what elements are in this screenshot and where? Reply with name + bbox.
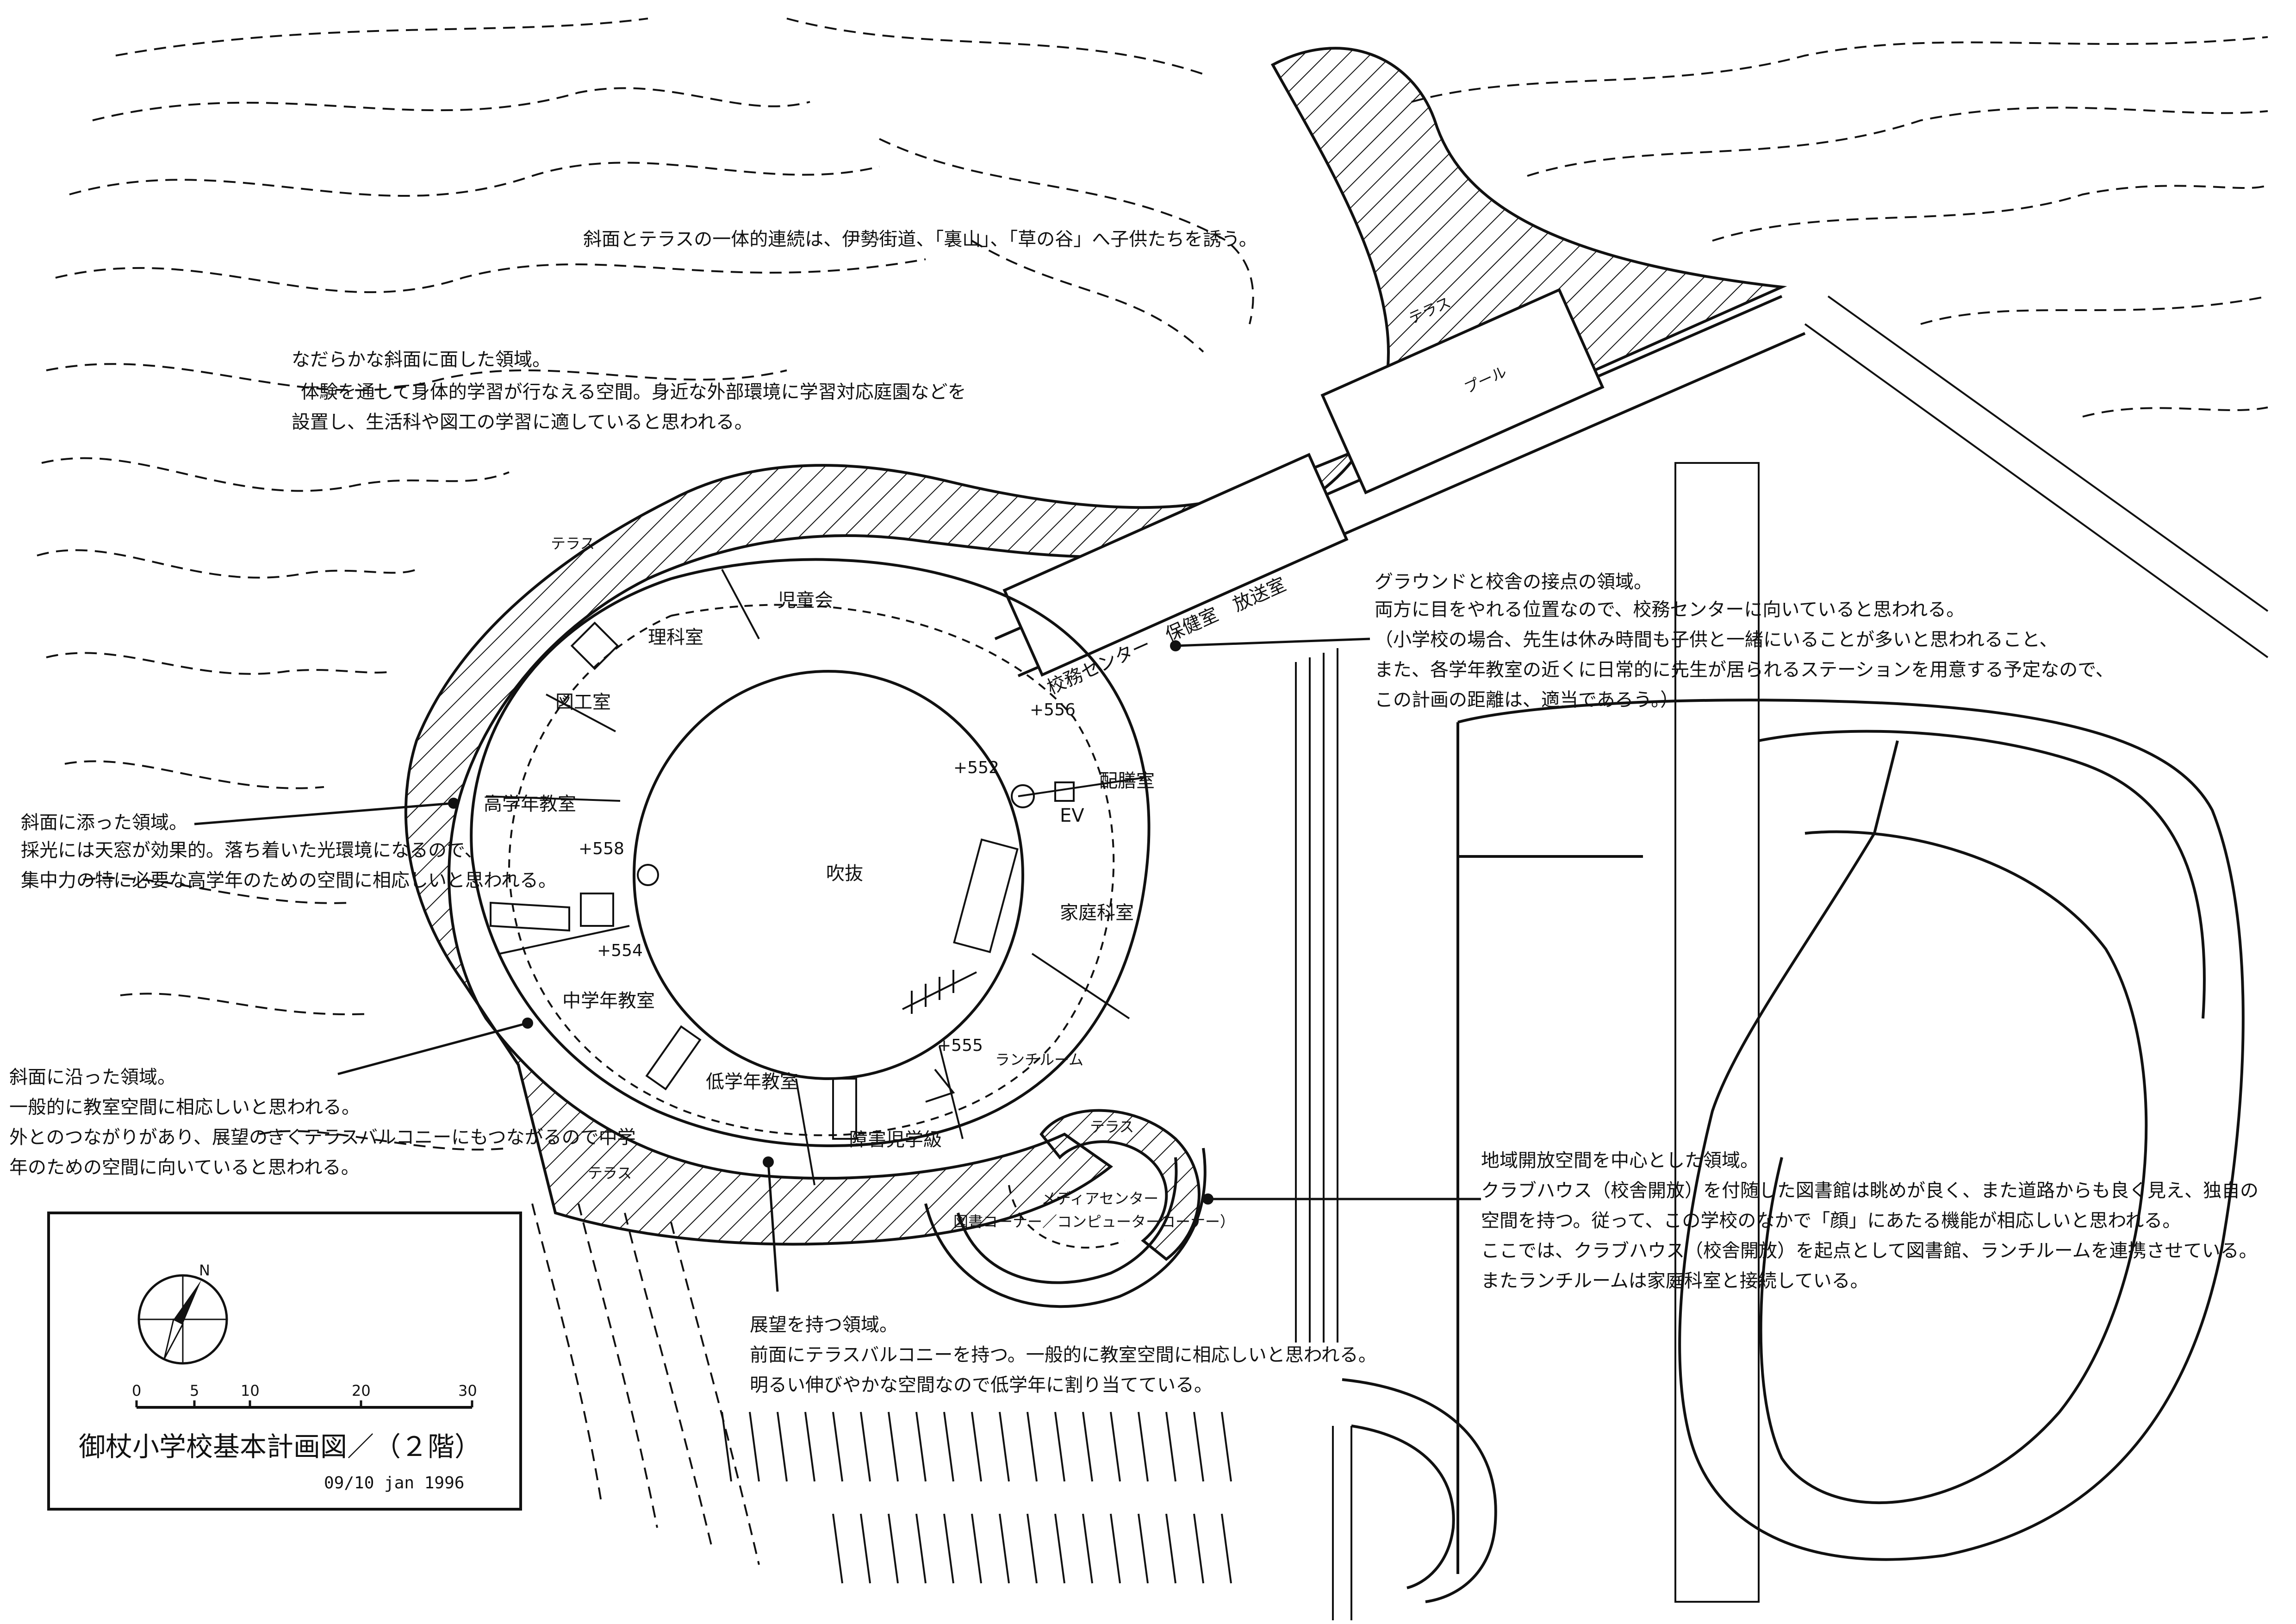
note-s-line: 展望を持つ領域。 — [750, 1314, 898, 1336]
terrace-label-west: テラス — [551, 535, 595, 552]
room-label-shogai: 障害児学級 — [849, 1129, 942, 1150]
contour-lines — [37, 18, 2268, 1565]
room-label-rika: 理科室 — [648, 627, 703, 648]
level-marks: +552 +556 +558 +554 +555 — [579, 700, 1076, 1055]
room-label-jido: 児童会 — [778, 590, 833, 611]
note-nw-line: なだらかな斜面に面した領域。 — [292, 349, 551, 370]
level-mark: +555 — [937, 1036, 983, 1055]
drawing-date: 09/10 jan 1996 — [324, 1474, 464, 1493]
note-w2-line: 年のための空間に向いていると思われる。 — [9, 1157, 360, 1178]
note-nw-line: 設置し、生活科や図工の学習に適していると思われる。 — [292, 412, 753, 433]
note-s-line: 明るい伸びやかな空間なので低学年に割り当てている。 — [750, 1374, 1213, 1396]
note-s: 展望を持つ領域。 前面にテラスバルコニーを持つ。一般的に教室空間に相応しいと思わ… — [750, 1314, 1377, 1396]
room-label-lunch: ランチルーム — [995, 1051, 1083, 1068]
level-mark: +554 — [597, 941, 643, 960]
level-mark: +556 — [1030, 700, 1076, 719]
leader-lines — [194, 637, 1481, 1292]
note-w1: 斜面に添った領域。 採光には天窓が効果的。落ち着いた光環境になるので、 集中力の… — [21, 812, 557, 891]
note-e-line: 空間を持つ。従って、この学校のなかで「顔」にあたる機能が相応しいと思われる。 — [1481, 1210, 2181, 1231]
scale-label: 0 — [132, 1382, 141, 1399]
note-ne: グラウンドと校舎の接点の領域。 両方に目をやれる位置なので、校務センターに向いて… — [1375, 571, 2114, 711]
room-label-library: 図書コーナー／コンピューターコーナー） — [953, 1213, 1235, 1230]
north-label: N — [199, 1262, 210, 1279]
north-arrow-icon: N — [137, 1262, 228, 1365]
note-e-line: クラブハウス（校舎開放）を付随した図書館は眺めが良く、また道路からも良く見え、独… — [1481, 1180, 2259, 1201]
note-ne-line: この計画の距離は、適当であろう。） — [1375, 689, 1679, 711]
scale-label: 20 — [352, 1382, 371, 1399]
note-nw-line: 体験を通して身体的学習が行なえる空間。身近な外部環境に学習対応庭園などを — [301, 381, 966, 403]
room-label-kogaku: 高学年教室 — [484, 793, 576, 815]
scale-bar: 0 5 10 20 30 — [132, 1382, 477, 1409]
terrace-label-south: テラス — [588, 1164, 632, 1182]
room-label-chugaku: 中学年教室 — [562, 990, 655, 1012]
terrace-label-media: テラス — [1090, 1118, 1134, 1136]
note-ne-line: （小学校の場合、先生は休み時間も子供と一緒にいることが多いと思われること、 — [1375, 629, 2058, 650]
note-ne-line: グラウンドと校舎の接点の領域。 — [1375, 571, 1652, 593]
note-nw: なだらかな斜面に面した領域。 体験を通して身体的学習が行なえる空間。身近な外部環… — [292, 349, 966, 433]
note-e-line: ここでは、クラブハウス（校舎開放）を起点として図書館、ランチルームを連携させてい… — [1481, 1240, 2258, 1262]
room-label-kateika: 家庭科室 — [1060, 902, 1134, 924]
legend-box: N 0 5 10 20 30 御杖小学校基本計画図／（２階） 09/10 jan… — [47, 1212, 522, 1511]
scale-label: 10 — [241, 1382, 260, 1399]
note-ne-line: 両方に目をやれる位置なので、校務センターに向いていると思われる。 — [1375, 599, 1965, 620]
room-label-teigaku: 低学年教室 — [706, 1071, 798, 1093]
note-top: 斜面とテラスの一体的連続は、伊勢街道、「裏山」、「草の谷」へ子供たちを誘う。 — [583, 229, 1257, 250]
level-mark: +552 — [953, 758, 999, 777]
note-e-line: 地域開放空間を中心とした領域。 — [1481, 1150, 1759, 1171]
room-label-zuko: 図工室 — [555, 692, 611, 713]
room-label-fukinuke: 吹抜 — [826, 863, 863, 884]
note-ne-line: また、各学年教室の近くに日常的に先生が居られるステーションを用意する予定なので、 — [1375, 659, 2114, 681]
room-label-media: メディアセンター — [1041, 1190, 1158, 1207]
grounds — [721, 462, 2245, 1620]
room-label-haizen: 配膳室 — [1099, 770, 1155, 792]
note-e: 地域開放空間を中心とした領域。 クラブハウス（校舎開放）を付随した図書館は眺めが… — [1481, 1150, 2259, 1292]
note-w2-line: 一般的に教室空間に相応しいと思われる。 — [9, 1097, 360, 1118]
note-w2-line: 斜面に沿った領域。 — [9, 1067, 176, 1088]
note-w1-line: 集中力の特に必要な高学年のための空間に相応しいと思われる。 — [21, 870, 557, 891]
note-e-line: またランチルームは家庭科室と接続している。 — [1481, 1270, 1869, 1292]
scale-label: 30 — [458, 1382, 477, 1399]
scale-label: 5 — [190, 1382, 199, 1399]
drawing-title: 御杖小学校基本計画図／（２階） — [79, 1431, 481, 1462]
note-w2: 斜面に沿った領域。 一般的に教室空間に相応しいと思われる。 外とのつながりがあり… — [9, 1067, 636, 1178]
note-w1-line: 斜面に添った領域。 — [21, 812, 187, 833]
room-label-ev: EV — [1060, 805, 1084, 826]
note-w2-line: 外とのつながりがあり、展望のきくテラスバルコニーにもつながるので中学 — [9, 1127, 636, 1148]
main-building — [470, 558, 1151, 1186]
note-w1-line: 採光には天窓が効果的。落ち着いた光環境になるので、 — [21, 840, 483, 861]
note-s-line: 前面にテラスバルコニーを持つ。一般的に教室空間に相応しいと思われる。 — [750, 1344, 1377, 1366]
building-bands — [994, 288, 2269, 677]
level-mark: +558 — [579, 839, 624, 858]
media-center — [924, 1109, 1207, 1308]
